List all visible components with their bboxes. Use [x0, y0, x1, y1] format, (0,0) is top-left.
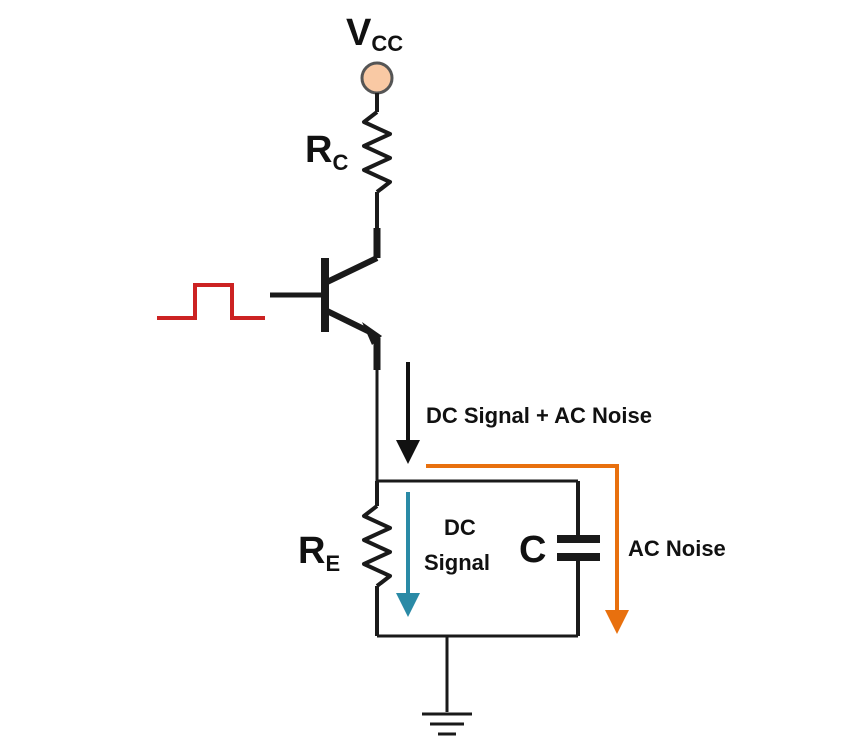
ac-noise-label: AC Noise: [628, 536, 726, 561]
vcc-terminal: [360, 61, 394, 95]
re-label: RE: [298, 530, 340, 576]
ac-noise-arrow: [426, 464, 629, 634]
rc-label: RC: [305, 129, 348, 175]
collector-resistor: [362, 93, 392, 228]
cap-label: C: [519, 529, 546, 571]
dc-ac-label: DC Signal + AC Noise: [426, 403, 652, 428]
vcc-label: VCC: [346, 12, 403, 56]
bypass-capacitor: [557, 481, 600, 636]
dc-label-line2: Signal: [424, 550, 490, 575]
npn-transistor: [270, 228, 382, 370]
emitter-resistor: [362, 481, 392, 636]
ground-icon: [422, 636, 472, 736]
dc-label-line1: DC: [444, 515, 476, 540]
input-pulse-signal: [157, 283, 265, 320]
